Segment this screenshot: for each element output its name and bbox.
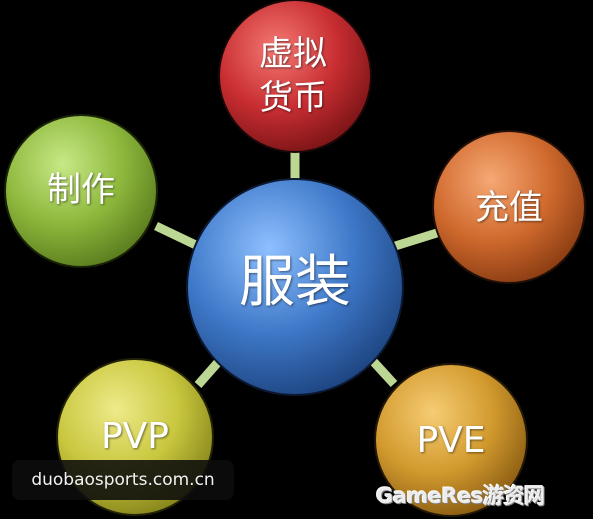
node-top-label-line-1: 虚拟 [259, 34, 327, 74]
connector-bottom-left [194, 357, 224, 388]
connector-right [390, 227, 442, 252]
node-left-label: 制作 [47, 170, 115, 210]
node-left-circle [4, 114, 158, 268]
node-bottom-left-label: PVP [100, 416, 170, 457]
node-top-label: 虚拟 货币 [228, 32, 358, 120]
node-center-circle [186, 178, 404, 396]
node-right-label: 充值 [475, 188, 543, 228]
watermark-logo: GameRes游资网 [376, 484, 545, 508]
node-center-label: 服装 [239, 250, 351, 315]
node-bottom-right-label: PVE [416, 420, 486, 461]
node-top-circle [218, 0, 372, 153]
node-bottom-right-circle [374, 363, 528, 517]
source-url-badge: duobaosports.com.cn [12, 460, 234, 500]
node-right-circle [432, 130, 586, 284]
connector-bottom-right [368, 356, 398, 388]
node-top-label-line-2: 货币 [259, 78, 327, 118]
connector-left [154, 221, 202, 252]
